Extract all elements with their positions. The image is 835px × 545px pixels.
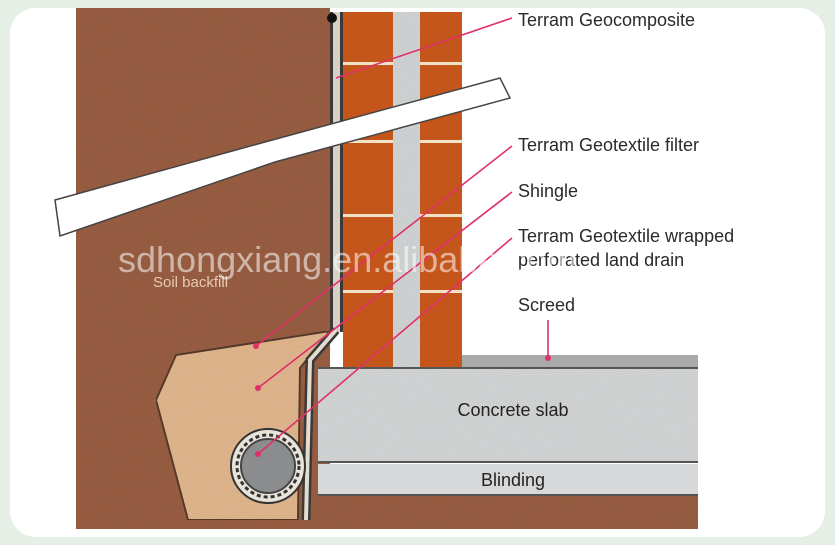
- label-wrapped-line2: perforated land drain: [518, 250, 684, 270]
- shingle-pointer-dot: [255, 385, 261, 391]
- outer-brick-leaf: [343, 12, 393, 368]
- filter-pointer-dot: [253, 343, 259, 349]
- label-geocomposite: Terram Geocomposite: [518, 10, 695, 30]
- geocomposite-core: [333, 12, 340, 332]
- concrete-slab: [318, 368, 698, 462]
- pipe-through-wall: [54, 77, 512, 238]
- screed-layer: [462, 355, 698, 368]
- label-blinding: Blinding: [481, 470, 545, 490]
- label-wrapped-line1: Terram Geotextile wrapped: [518, 226, 734, 246]
- label-screed: Screed: [518, 295, 575, 315]
- perforated-land-drain: [230, 428, 306, 504]
- leader-lines: [255, 17, 549, 455]
- soil-below-slab: [300, 495, 698, 529]
- membrane-top-fixing: [327, 13, 337, 23]
- wall-cavity: [393, 12, 420, 368]
- blinding-layer: [318, 464, 698, 495]
- drain-pointer-dot: [255, 451, 261, 457]
- label-geotextile-filter: Terram Geotextile filter: [518, 135, 699, 155]
- screed-pointer-dot: [545, 355, 551, 361]
- mortar-joints: [343, 62, 462, 293]
- label-shingle: Shingle: [518, 181, 578, 201]
- label-soil-backfill: Soil backfill: [153, 274, 228, 291]
- label-concrete-slab: Concrete slab: [457, 400, 568, 420]
- watermark: sdhongxiang.en.alibaba.com: [118, 239, 576, 280]
